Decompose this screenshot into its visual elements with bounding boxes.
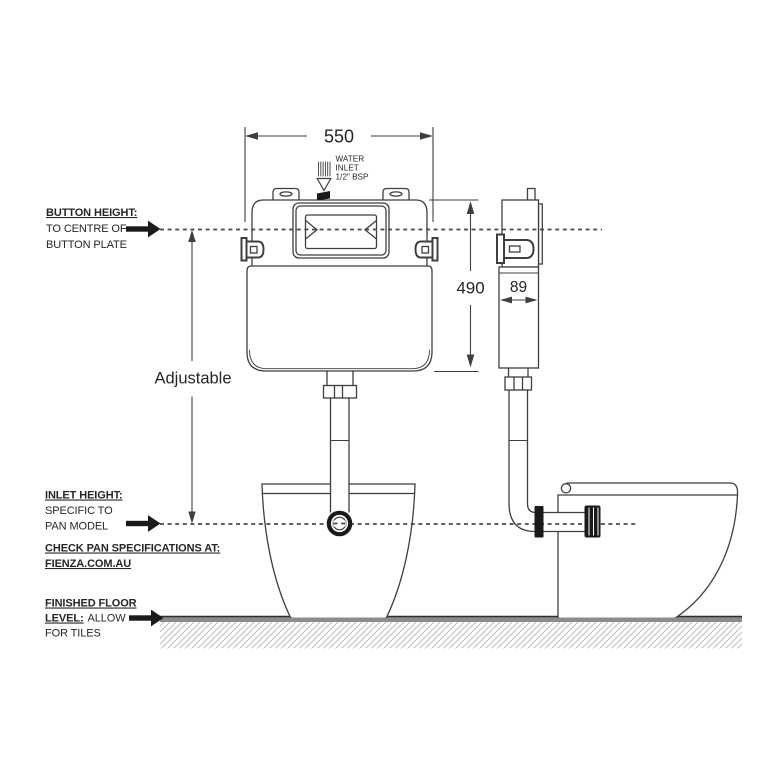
hose-coil-icon [318, 161, 331, 177]
button-height-label: BUTTON HEIGHT: TO CENTRE OF BUTTON PLATE [46, 207, 161, 251]
floor-surface [160, 616, 742, 622]
finished-floor [160, 615, 742, 649]
floor-level-arrow [129, 609, 164, 627]
wall-bracket [496, 233, 535, 264]
dim-490-value: 490 [456, 279, 484, 298]
check-pan-label: CHECK PAN SPECIFICATIONS AT: FIENZA.COM.… [45, 543, 220, 571]
water-inlet-callout: WATER INLET 1/2" BSP [316, 155, 369, 201]
svg-text:TO CENTRE OF: TO CENTRE OF [46, 223, 127, 235]
inlet-height-arrow [126, 515, 161, 532]
inlet-height-heading: INLET HEIGHT: [45, 490, 123, 502]
check-pan-line2: FIENZA.COM.AU [45, 558, 131, 570]
down-arrow-icon [316, 177, 332, 192]
pan-side-view [557, 482, 739, 619]
dim-89-value: 89 [510, 279, 527, 296]
inlet-port [317, 191, 330, 201]
pipe-fittings-side [534, 505, 601, 538]
svg-text:SPECIFIC TO: SPECIFIC TO [45, 505, 113, 517]
button-height-arrow [126, 220, 161, 238]
svg-text:FOR TILES: FOR TILES [45, 628, 101, 640]
connector-nut [534, 506, 544, 538]
flush-button-right [363, 219, 378, 240]
floor-hatch [160, 622, 742, 649]
water-inlet-line2: INLET [336, 164, 359, 173]
pan-inlet-circle [326, 510, 353, 537]
flush-button-left [304, 219, 319, 240]
button-height-heading: BUTTON HEIGHT: [46, 207, 137, 219]
lower-tank [246, 265, 433, 372]
check-pan-line1: CHECK PAN SPECIFICATIONS AT: [45, 543, 220, 555]
dim-550-value: 550 [324, 127, 354, 147]
tab-slot [389, 191, 403, 197]
outlet-front [322, 370, 358, 399]
button-plate [292, 202, 390, 259]
pan-front-curve [675, 494, 739, 619]
water-inlet-line3: 1/2" BSP [336, 173, 369, 182]
dimension-89: 89 [500, 279, 538, 304]
seat-hinge [560, 483, 572, 494]
corrugated-connector [584, 505, 601, 538]
dimension-550: 550 [244, 127, 434, 222]
lower-body [498, 266, 540, 369]
floor-level-heading: FINISHED FLOOR [45, 598, 137, 610]
cistern-front-view [240, 187, 439, 399]
adjustable-dimension: Adjustable [154, 229, 232, 524]
water-inlet-line1: WATER [336, 155, 365, 164]
inlet-height-label: INLET HEIGHT: SPECIFIC TO PAN MODEL [45, 490, 161, 533]
svg-text:LEVEL:ALLOW: LEVEL:ALLOW [45, 613, 126, 625]
outlet-side [504, 367, 533, 391]
floor-level-label: FINISHED FLOOR LEVEL:ALLOW FOR TILES [45, 598, 164, 640]
svg-text:PAN MODEL: PAN MODEL [45, 521, 108, 533]
mounting-tab-left [272, 187, 300, 200]
inlet-stub [526, 187, 536, 200]
mounting-clip-right [414, 237, 439, 262]
adjustable-label: Adjustable [154, 370, 231, 388]
mounting-clip-left [240, 237, 265, 262]
tab-slot [279, 191, 293, 197]
mounting-tab-right [382, 187, 410, 200]
cistern-side-view [496, 187, 543, 391]
flush-pipe-front [329, 397, 350, 513]
dimension-490: 490 [429, 199, 485, 373]
svg-text:BUTTON PLATE: BUTTON PLATE [46, 239, 127, 251]
